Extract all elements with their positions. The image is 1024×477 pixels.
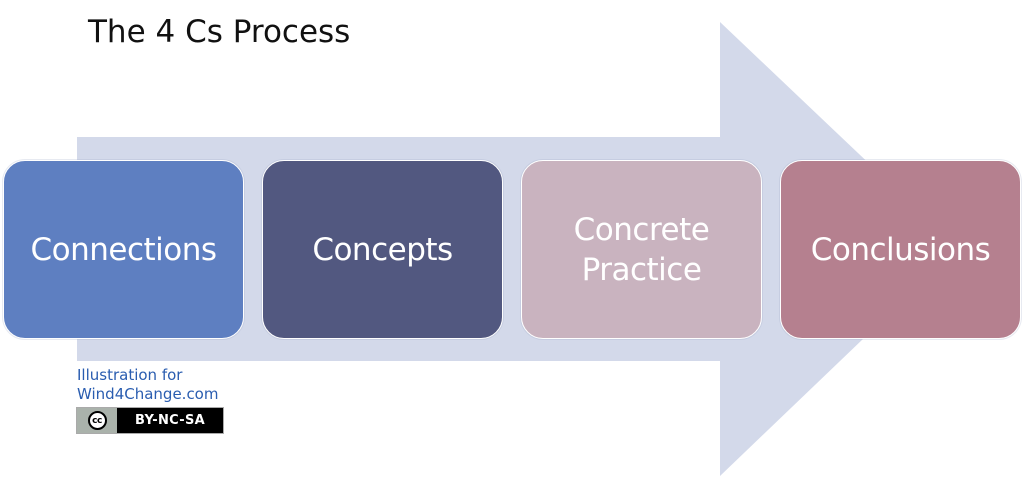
step-label-concepts: Concepts (312, 231, 453, 268)
attribution-line-2[interactable]: Wind4Change.com (77, 385, 219, 403)
step-label-conclusions: Conclusions (810, 231, 991, 268)
page-title: The 4 Cs Process (88, 14, 351, 50)
attribution-text: Illustration for Wind4Change.com (77, 366, 218, 404)
license-icon-panel: cc (77, 408, 117, 433)
step-concepts: Concepts (262, 160, 503, 339)
step-concrete-practice: Concrete Practice (521, 160, 762, 339)
license-label: BY-NC-SA (134, 413, 206, 428)
license-badge[interactable]: cc BY-NC-SA (76, 407, 224, 434)
attribution-line-1: Illustration for (77, 366, 183, 384)
step-label-connections: Connections (30, 231, 217, 268)
creative-commons-icon: cc (87, 411, 107, 430)
step-conclusions: Conclusions (780, 160, 1021, 339)
step-connections: Connections (3, 160, 244, 339)
step-label-concrete-practice: Concrete Practice (573, 211, 710, 288)
